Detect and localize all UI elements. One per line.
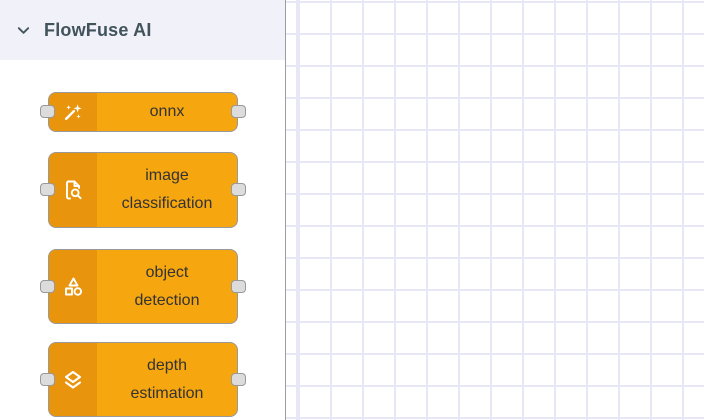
output-port bbox=[231, 372, 246, 386]
input-port bbox=[40, 183, 55, 196]
flow-canvas[interactable] bbox=[286, 0, 704, 420]
palette-node-image-classification[interactable]: image classification bbox=[40, 152, 246, 228]
palette-sidebar: FlowFuse AI onnx bbox=[0, 0, 286, 420]
layers-icon bbox=[49, 343, 97, 416]
node-label: depth estimation bbox=[130, 356, 204, 402]
node-label: image classification bbox=[121, 167, 213, 212]
node-label: onnx bbox=[149, 103, 185, 120]
output-port bbox=[231, 183, 246, 196]
input-port bbox=[40, 105, 55, 118]
palette-node-onnx[interactable]: onnx bbox=[40, 92, 246, 132]
file-magnifying-glass-icon bbox=[49, 153, 97, 227]
chevron-down-icon[interactable] bbox=[16, 23, 31, 38]
output-port bbox=[231, 105, 246, 118]
shapes-icon bbox=[49, 250, 97, 323]
palette-category-title: FlowFuse AI bbox=[44, 19, 152, 40]
magic-wand-sparkles-icon bbox=[49, 93, 97, 131]
palette-node-depth-estimation[interactable]: depth estimation bbox=[40, 342, 246, 417]
input-port bbox=[40, 372, 55, 386]
input-port bbox=[40, 279, 55, 293]
palette-category-header[interactable]: FlowFuse AI bbox=[0, 0, 285, 60]
node-label: object detection bbox=[134, 263, 200, 309]
palette-node-object-detection[interactable]: object detection bbox=[40, 249, 246, 324]
output-port bbox=[231, 279, 246, 293]
